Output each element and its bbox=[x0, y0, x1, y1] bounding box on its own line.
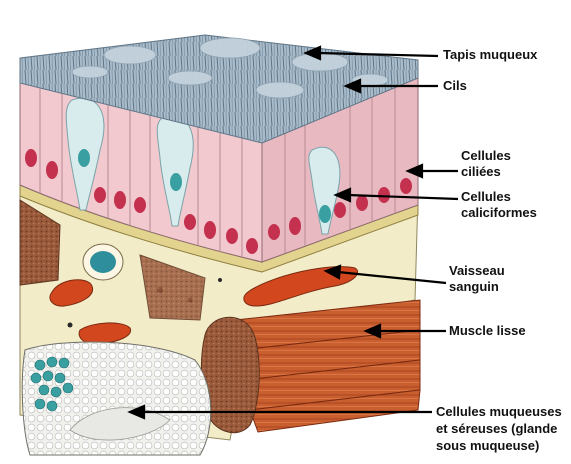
label-goblet-cells-line2: caliciformes bbox=[461, 205, 537, 221]
label-smooth-muscle-text: Muscle lisse bbox=[449, 323, 526, 339]
label-mucus-carpet-text: Tapis muqueux bbox=[443, 47, 537, 63]
label-ciliated-cells-line2: ciliées bbox=[461, 164, 511, 180]
label-blood-vessel-line1: Vaisseau bbox=[449, 263, 505, 279]
label-mucus-carpet: Tapis muqueux bbox=[443, 47, 537, 63]
label-submucosal-gland-line3: sous muqueuse) bbox=[436, 437, 562, 454]
label-submucosal-gland-line2: et séreuses (glande bbox=[436, 420, 562, 437]
label-goblet-cells-line1: Cellules bbox=[461, 189, 537, 205]
label-goblet-cells: Cellules caliciformes bbox=[461, 189, 537, 221]
submucosal-gland bbox=[22, 342, 210, 455]
label-ciliated-cells: Cellules ciliées bbox=[461, 148, 511, 180]
label-cilia: Cils bbox=[443, 78, 467, 94]
label-smooth-muscle: Muscle lisse bbox=[449, 323, 526, 339]
label-submucosal-gland: Cellules muqueuses et séreuses (glande s… bbox=[436, 403, 562, 454]
label-blood-vessel: Vaisseau sanguin bbox=[449, 263, 505, 295]
label-ciliated-cells-line1: Cellules bbox=[461, 148, 511, 164]
label-blood-vessel-line2: sanguin bbox=[449, 279, 505, 295]
label-cilia-text: Cils bbox=[443, 78, 467, 94]
label-submucosal-gland-line1: Cellules muqueuses bbox=[436, 403, 562, 420]
